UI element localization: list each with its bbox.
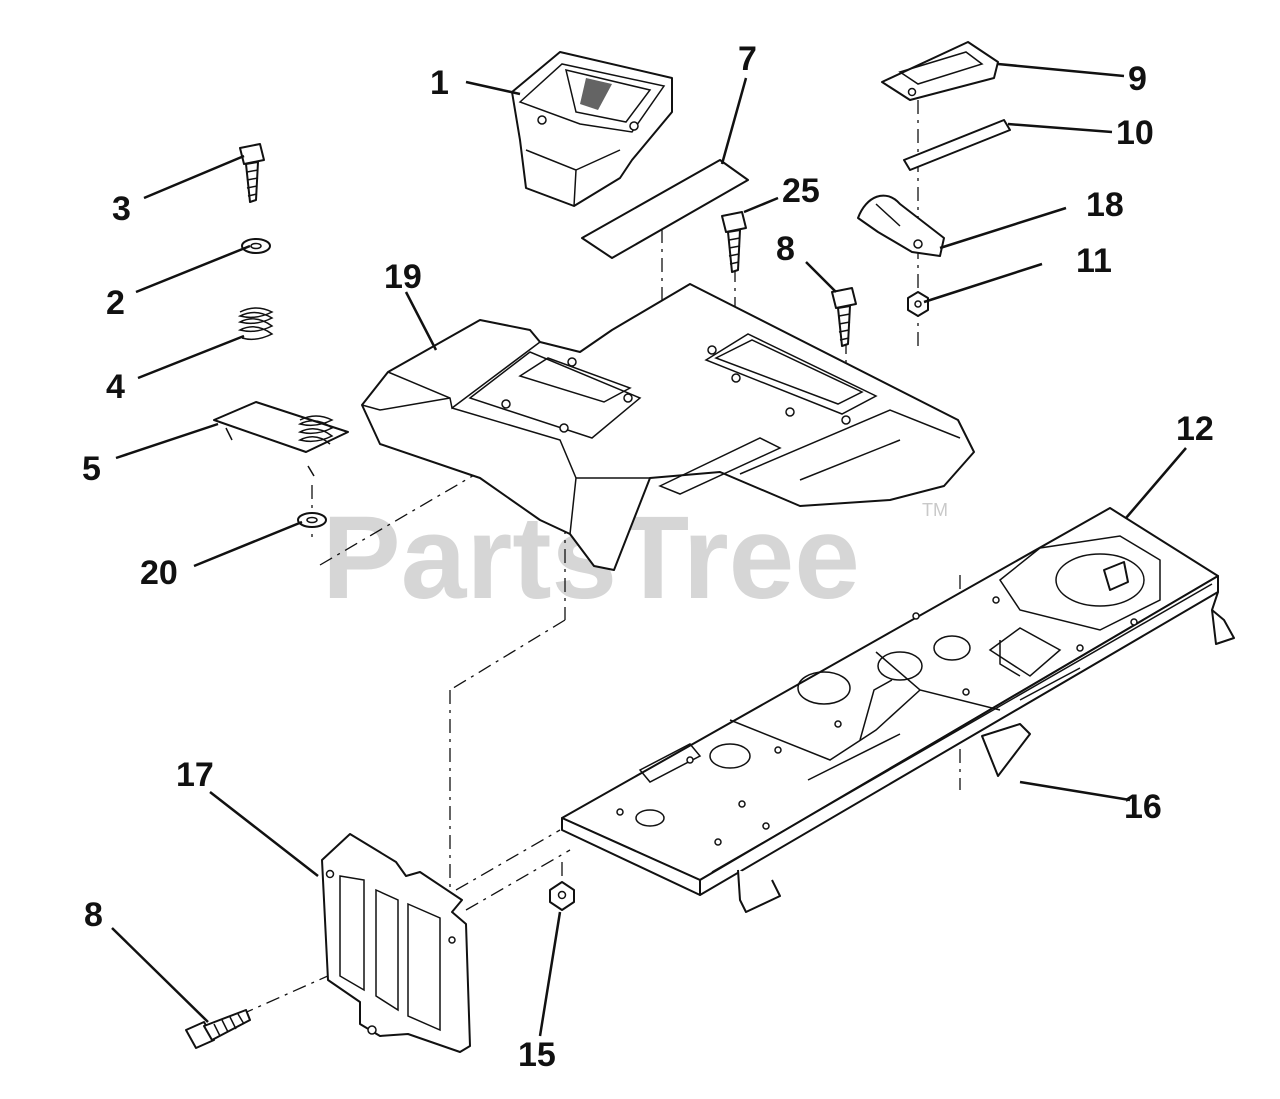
callout-5: 5 [82,450,101,488]
callout-8-lower: 8 [84,896,103,934]
callout-16: 16 [1124,788,1162,826]
callout-9: 9 [1128,60,1147,98]
callout-7: 7 [738,40,757,78]
callout-15: 15 [518,1036,556,1074]
watermark-trademark: TM [922,500,948,520]
callout-17: 17 [176,756,214,794]
part-8-bolt-lower [185,1009,251,1049]
part-3-bolt [239,143,265,203]
callout-25: 25 [782,172,820,210]
callout-2: 2 [106,284,125,322]
callout-4: 4 [106,368,125,406]
part-7-decal [581,159,749,259]
part-9-cover [881,41,999,101]
part-20-washer [297,512,327,528]
part-16-clip [981,723,1031,777]
part-18-bracket [857,194,945,257]
part-1-tray [511,51,673,207]
callout-1: 1 [430,64,449,102]
leader-lines [111,62,1187,1037]
part-5-plate [213,401,349,477]
callout-11: 11 [1076,242,1112,280]
callout-3: 3 [112,190,131,228]
part-10-plate [903,119,1011,171]
part-25-bolt [721,211,747,273]
callout-12: 12 [1176,410,1214,448]
callout-8-upper: 8 [776,230,795,268]
part-8-bolt-upper [831,287,857,347]
callout-18: 18 [1086,186,1124,224]
part-2-washer [241,238,271,254]
part-11-nut [907,291,929,317]
callout-10: 10 [1116,114,1154,152]
callout-19: 19 [384,258,422,296]
part-15-nut [549,881,575,911]
callouts: 1 2 3 4 5 7 8 8 9 10 11 12 15 16 17 18 1… [82,40,1214,1074]
part-12-frame [561,507,1235,913]
part-19-panel [361,283,975,571]
callout-20: 20 [140,554,178,592]
part-4-spring [237,307,274,341]
part-17-plate [321,833,471,1053]
